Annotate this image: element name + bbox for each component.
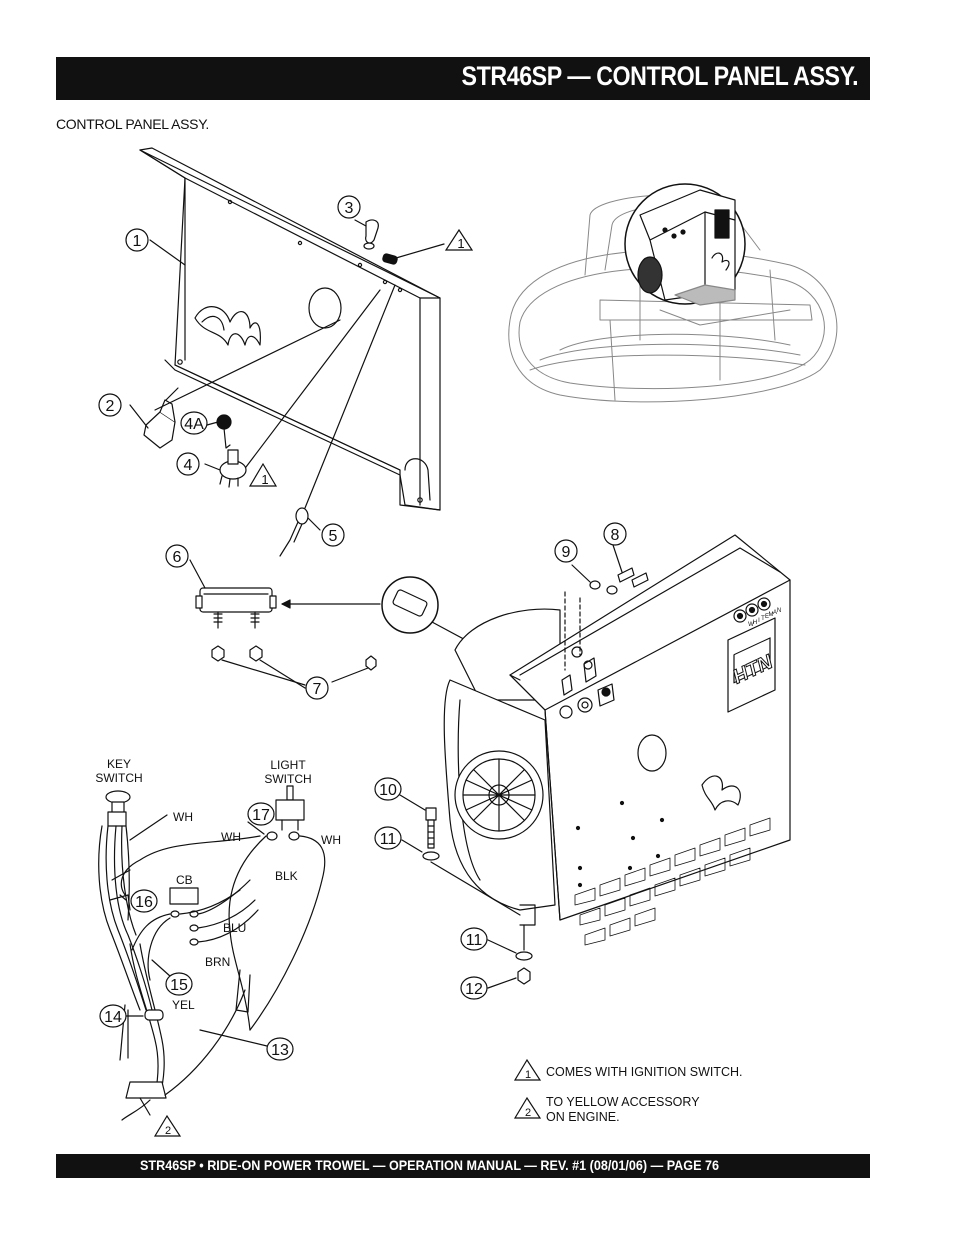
circuit-breaker-part	[195, 587, 377, 671]
callout-12-bubble	[460, 976, 488, 1000]
flag-triangle-1a	[444, 228, 474, 251]
callout-2: 2	[106, 398, 115, 415]
panel-logo-letter: N	[777, 608, 781, 614]
flag-triangle-2a	[153, 1114, 182, 1137]
wire-label-cb: CB	[176, 873, 193, 887]
callout-7: 7	[313, 681, 322, 698]
callout-6-bubble	[165, 544, 189, 568]
engine-control-box	[443, 534, 791, 946]
flag-2b-label: 2	[525, 1107, 531, 1119]
callout-5: 5	[329, 528, 338, 545]
page-footer: STR46SP • RIDE-ON POWER TROWEL — OPERATI…	[56, 1154, 870, 1178]
wire-label-wh-3: WH	[321, 833, 341, 847]
section-subtitle: CONTROL PANEL ASSY.	[56, 116, 210, 132]
key-switch-label-2: SWITCH	[95, 771, 142, 785]
callout-11b-bubble	[460, 927, 488, 951]
callout-16-bubble	[130, 889, 158, 913]
callout-8-bubble	[603, 522, 627, 546]
callout-9: 9	[562, 544, 571, 561]
callout-1: 1	[133, 233, 142, 250]
flag-1a-label: 1	[457, 236, 464, 251]
trowel-machine-thumbnail	[508, 194, 838, 403]
panel-logo-letter: E	[765, 614, 769, 620]
wiring-harness	[98, 785, 326, 1121]
callout-8: 8	[611, 527, 620, 544]
flag-triangle-1c	[513, 1058, 542, 1081]
flag-1b-label: 1	[261, 472, 268, 487]
callout-5-bubble	[321, 523, 345, 547]
callout-13-bubble	[266, 1037, 294, 1061]
panel-logo-letter: M	[769, 612, 774, 618]
bolt-washer-nut-part	[422, 807, 533, 985]
callout-1-bubble	[125, 228, 149, 252]
panel-logo-letter: I	[758, 618, 760, 624]
flag-2a-label: 2	[165, 1125, 171, 1137]
callout-15: 15	[170, 977, 188, 994]
indicator-light-part	[279, 507, 309, 557]
flag-triangle-1b	[248, 462, 278, 487]
callout-9-bubble	[554, 539, 578, 563]
wire-label-blu: BLU	[223, 921, 246, 935]
callout-11-bubble	[374, 826, 402, 850]
callout-7-bubble	[305, 676, 329, 700]
grommet-part	[363, 219, 398, 265]
callout-4a: 4A	[184, 416, 204, 433]
wire-label-brn: BRN	[205, 955, 230, 969]
wire-label-wh-2: WH	[221, 830, 241, 844]
page-title: STR46SP — CONTROL PANEL ASSY.	[461, 61, 858, 91]
callout-13: 13	[271, 1042, 289, 1059]
callout-10-bubble	[374, 777, 402, 801]
panel-logo-letter: W	[748, 622, 754, 628]
callout-15-bubble	[165, 972, 193, 996]
ignition-switch-part	[216, 414, 247, 488]
wire-label-wh-1: WH	[173, 810, 193, 824]
panel-logo-letter: H	[753, 620, 757, 626]
wire-label-blk: BLK	[275, 869, 298, 883]
callout-4-bubble	[176, 452, 200, 476]
callout-14: 14	[104, 1009, 122, 1026]
callout-3-bubble	[337, 195, 361, 219]
light-switch-label-2: SWITCH	[264, 772, 311, 786]
callout-16: 16	[135, 894, 153, 911]
light-switch-knob	[143, 387, 179, 449]
footer-text: STR46SP • RIDE-ON POWER TROWEL — OPERATI…	[140, 1157, 720, 1173]
callout-4a-bubble	[180, 411, 208, 435]
callout-12: 12	[465, 981, 483, 998]
callout-10: 10	[379, 782, 397, 799]
callout-4: 4	[184, 457, 193, 474]
note-2-line-1: TO YELLOW ACCESSORY	[546, 1095, 700, 1109]
callout-17: 17	[252, 807, 270, 824]
note-2-line-2: ON ENGINE.	[546, 1110, 620, 1124]
page-header: STR46SP — CONTROL PANEL ASSY.	[56, 57, 870, 100]
callout-14-bubble	[99, 1004, 127, 1028]
callout-11b: 11	[466, 932, 483, 949]
callout-6: 6	[173, 549, 182, 566]
light-switch-label-1: LIGHT	[270, 758, 306, 772]
callout-3: 3	[345, 200, 354, 217]
flag-1c-label: 1	[525, 1069, 531, 1081]
callout-2-bubble	[98, 393, 122, 417]
screw-and-washer-part	[564, 567, 649, 671]
panel-logo-letter: A	[773, 610, 777, 616]
panel-logo-letter: T	[761, 616, 765, 622]
callout-17-bubble	[247, 802, 275, 826]
wire-label-yel: YEL	[172, 998, 195, 1012]
flag-triangle-2b	[513, 1096, 542, 1119]
thumbnail-detail-circle	[624, 183, 746, 306]
callout-11: 11	[380, 831, 397, 848]
key-switch-label-1: KEY	[107, 757, 131, 771]
note-1: COMES WITH IGNITION SWITCH.	[546, 1065, 743, 1079]
